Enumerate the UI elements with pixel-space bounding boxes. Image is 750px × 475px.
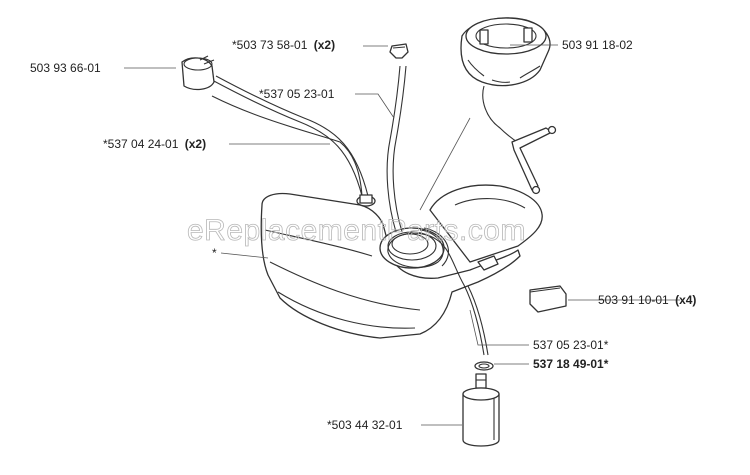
quantity: (x2) [185, 137, 206, 151]
label-fuel-cap: 503 91 18-02 [562, 38, 633, 52]
rubber-pad-part[interactable] [529, 285, 567, 313]
label-valve: *503 73 58-01 (x2) [232, 38, 335, 52]
part-number: *503 73 58-01 [232, 38, 308, 52]
label-filter: *503 44 32-01 [327, 418, 403, 432]
watermark: eReplacementParts.com [187, 214, 526, 247]
part-number: 503 91 10-01 [598, 293, 669, 307]
quantity: (x2) [314, 38, 335, 52]
tank-connector [477, 255, 499, 271]
part-number: 537 05 23-01* [533, 338, 609, 352]
grommet-part[interactable] [181, 55, 215, 91]
quantity: (x4) [675, 293, 696, 307]
part-number: 503 91 18-02 [562, 38, 633, 52]
label-grommet: 503 93 66-01 [30, 61, 101, 75]
fuel-hose[interactable] [211, 75, 369, 197]
part-number: * [212, 246, 217, 260]
tank-fitting [356, 194, 376, 207]
part-number: 503 93 66-01 [30, 61, 101, 75]
valve-part[interactable] [389, 43, 409, 59]
label-fuel-hose: *537 04 24-01 (x2) [103, 137, 206, 151]
label-o-ring: 537 18 49-01* [533, 357, 609, 371]
leader-lines [124, 44, 680, 426]
o-ring-part[interactable] [474, 361, 494, 371]
part-number: *537 04 24-01 [103, 137, 179, 151]
vent-hose[interactable] [386, 65, 407, 233]
label-fuel-line: 537 05 23-01* [533, 338, 609, 352]
label-pad: 503 91 10-01 (x4) [598, 293, 696, 307]
label-tank: * [212, 246, 217, 260]
part-number: *537 05 23-01 [259, 87, 335, 101]
fuel-tank[interactable] [260, 184, 543, 339]
fuel-line[interactable] [387, 227, 489, 356]
fuel-cap-part[interactable] [460, 17, 557, 195]
fuel-filter-part[interactable] [462, 373, 500, 447]
part-number: *503 44 32-01 [327, 418, 403, 432]
label-vent-hose: *537 05 23-01 [259, 87, 335, 101]
part-number: 537 18 49-01* [533, 357, 609, 371]
